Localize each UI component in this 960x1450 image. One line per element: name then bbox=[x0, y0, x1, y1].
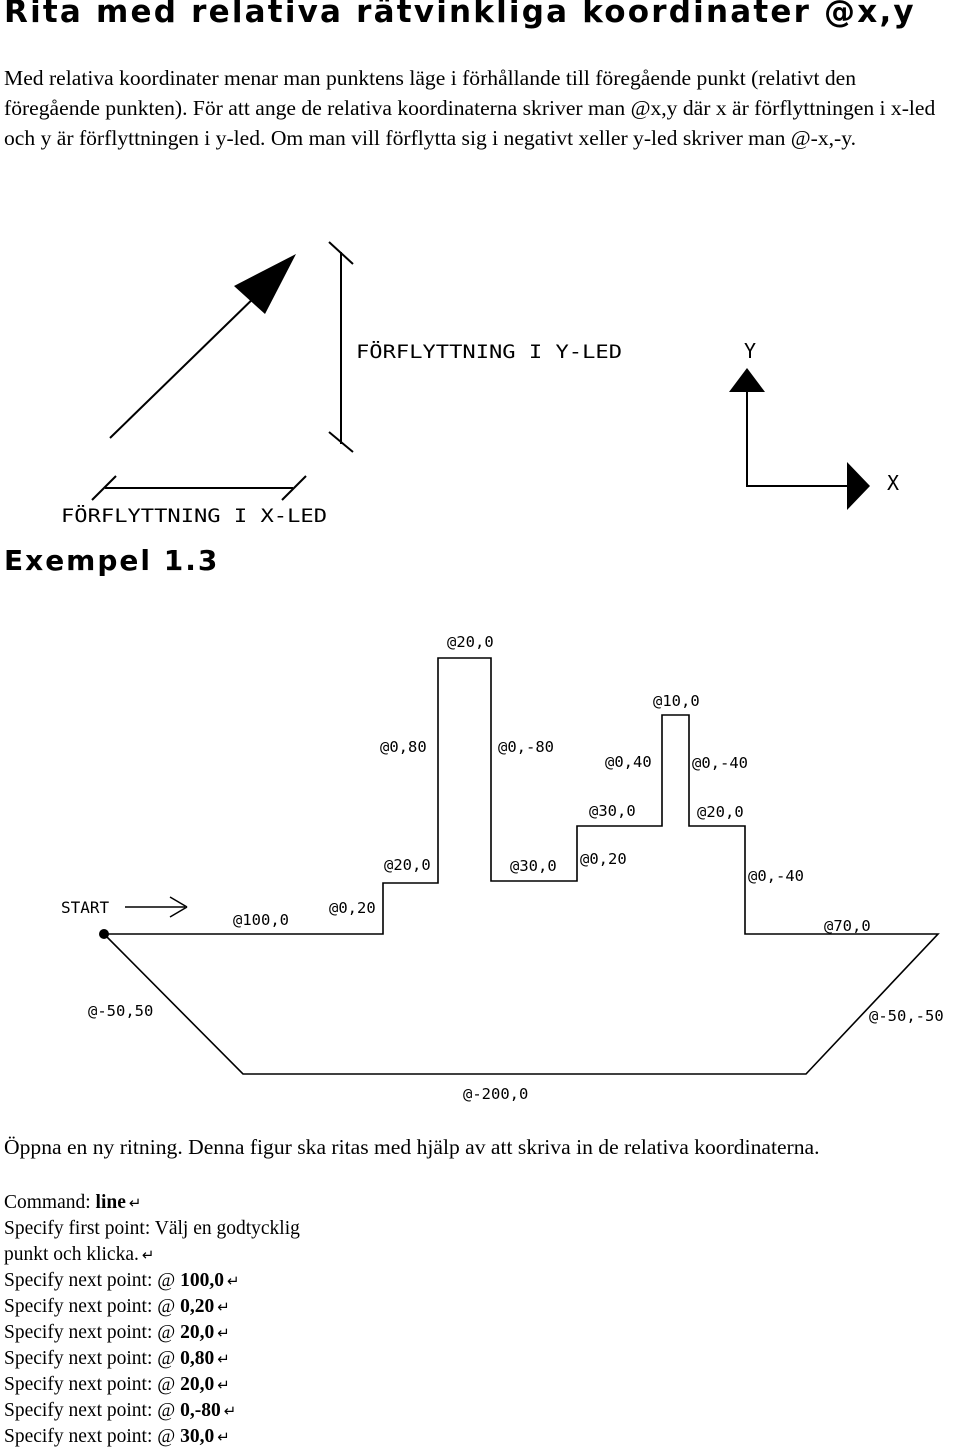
command-prompt: Specify next point: @ bbox=[4, 1322, 181, 1343]
command-line: Command: line↵ bbox=[4, 1190, 300, 1216]
command-prompt: Specify next point: @ bbox=[4, 1348, 181, 1369]
command-value: 30,0 bbox=[180, 1426, 215, 1447]
coord-label-30-0-low: @30,0 bbox=[510, 857, 557, 875]
coord-label-minus200-0: @-200,0 bbox=[463, 1085, 528, 1103]
command-value: 0,20 bbox=[180, 1296, 215, 1317]
command-line: Specify next point: @ 20,0↵ bbox=[4, 1372, 300, 1398]
x-axis-label: X bbox=[887, 471, 899, 495]
enter-key-icon: ↵ bbox=[141, 1246, 155, 1264]
example-title: Exempel 1.3 bbox=[4, 544, 220, 577]
enter-key-icon: ↵ bbox=[226, 1272, 240, 1290]
command-value: 0,-80 bbox=[180, 1400, 221, 1421]
command-prompt: Specify first point: Välj en godtycklig bbox=[4, 1218, 300, 1239]
coord-label-0-minus40-first: @0,-40 bbox=[692, 754, 748, 772]
displacement-arrow-line bbox=[109, 289, 263, 439]
coord-label-20-0-first: @20,0 bbox=[384, 856, 431, 874]
relative-move-diagram bbox=[91, 241, 354, 501]
coord-label-30-0-mid: @30,0 bbox=[589, 802, 636, 820]
coord-label-20-0-top: @20,0 bbox=[447, 633, 494, 651]
y-axis-label: Y bbox=[744, 339, 756, 363]
coord-label-0-40: @0,40 bbox=[605, 753, 652, 771]
coord-label-0-80: @0,80 bbox=[380, 738, 427, 756]
coord-label-100-0: @100,0 bbox=[233, 911, 289, 929]
start-arrow-icon bbox=[125, 896, 188, 918]
command-prompt: punkt och klicka. bbox=[4, 1244, 139, 1265]
y-dimension-tick-bottom bbox=[328, 431, 354, 453]
command-prompt: Specify next point: @ bbox=[4, 1374, 181, 1395]
command-line: Specify next point: @ 0,80↵ bbox=[4, 1346, 300, 1372]
command-line: Specify next point: @ 0,20↵ bbox=[4, 1294, 300, 1320]
enter-key-icon: ↵ bbox=[217, 1324, 230, 1342]
command-line: Specify first point: Välj en godtycklig bbox=[4, 1216, 300, 1242]
command-prompt: Specify next point: @ bbox=[4, 1426, 181, 1447]
command-prompt: Specify next point: @ bbox=[4, 1296, 181, 1317]
enter-key-icon: ↵ bbox=[217, 1298, 230, 1316]
coord-label-20-0-right: @20,0 bbox=[697, 803, 744, 821]
start-label: START bbox=[61, 898, 110, 917]
command-line: Specify next point: @ 30,0↵ bbox=[4, 1424, 300, 1450]
instruction-text: Öppna en ny ritning. Denna figur ska rit… bbox=[4, 1135, 820, 1159]
command-line: punkt och klicka.↵ bbox=[4, 1242, 300, 1268]
start-point bbox=[99, 929, 109, 939]
coord-label-70-0: @70,0 bbox=[824, 917, 871, 935]
command-value: 20,0 bbox=[180, 1374, 215, 1395]
command-prompt: Specify next point: @ bbox=[4, 1400, 181, 1421]
coord-label-10-0: @10,0 bbox=[653, 692, 700, 710]
intro-paragraph: Med relativa koordinater menar man punkt… bbox=[4, 66, 936, 150]
x-axis-arrow-icon bbox=[847, 462, 870, 510]
enter-key-icon: ↵ bbox=[128, 1194, 142, 1212]
x-move-label: FÖRFLYTTNING I X-LED bbox=[61, 504, 327, 527]
displacement-arrow-head bbox=[234, 254, 296, 314]
command-line: Specify next point: @ 0,-80↵ bbox=[4, 1398, 300, 1424]
coord-label-minus50-50: @-50,50 bbox=[88, 1002, 153, 1020]
page-title: Rita med relativa rätvinkliga koordinate… bbox=[4, 0, 916, 30]
coord-label-0-20-first: @0,20 bbox=[329, 899, 376, 917]
enter-key-icon: ↵ bbox=[217, 1428, 230, 1446]
command-line: Specify next point: @ 100,0↵ bbox=[4, 1268, 300, 1294]
command-value: 0,80 bbox=[180, 1348, 215, 1369]
coord-label-0-minus80: @0,-80 bbox=[498, 738, 554, 756]
enter-key-icon: ↵ bbox=[217, 1376, 230, 1394]
enter-key-icon: ↵ bbox=[223, 1402, 237, 1420]
coord-label-0-20-second: @0,20 bbox=[580, 850, 627, 868]
y-axis-arrow-icon bbox=[729, 368, 765, 392]
command-value: 20,0 bbox=[180, 1322, 215, 1343]
command-line: Specify next point: @ 20,0↵ bbox=[4, 1320, 300, 1346]
command-sequence: Command: line↵Specify first point: Välj … bbox=[4, 1190, 300, 1450]
command-value: line bbox=[95, 1192, 126, 1213]
coord-label-minus50-minus50: @-50,-50 bbox=[869, 1007, 944, 1025]
x-dimension-tick-right bbox=[281, 475, 307, 501]
coord-label-0-minus40-second: @0,-40 bbox=[748, 867, 804, 885]
y-move-label: FÖRFLYTTNING I Y-LED bbox=[356, 340, 622, 363]
x-dimension-tick-left bbox=[91, 475, 117, 501]
axis-symbol bbox=[729, 368, 870, 510]
y-dimension-tick-top bbox=[328, 241, 354, 265]
ship-outline bbox=[102, 657, 940, 1075]
enter-key-icon: ↵ bbox=[217, 1350, 230, 1368]
command-prompt: Command: bbox=[4, 1192, 96, 1213]
command-value: 100,0 bbox=[180, 1270, 224, 1291]
command-prompt: Specify next point: @ bbox=[4, 1270, 181, 1291]
